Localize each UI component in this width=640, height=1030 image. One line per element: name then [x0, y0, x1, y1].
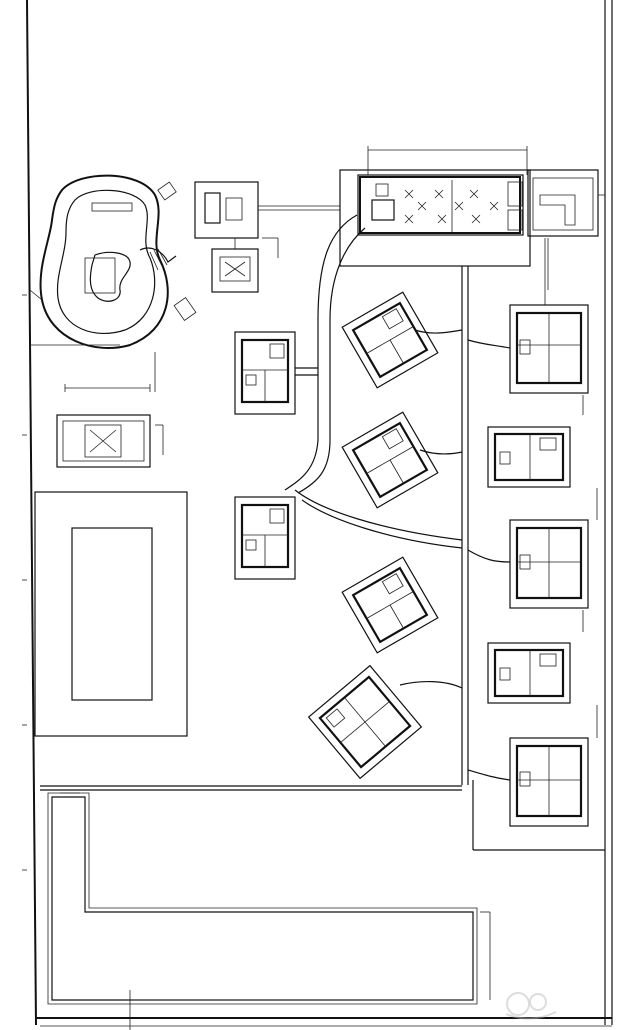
bottom-strip [47, 792, 491, 1030]
cottage-mid-1 [341, 291, 439, 389]
cottage-right-5 [467, 737, 589, 827]
column-grid [404, 189, 499, 224]
cottage-mid-2 [341, 411, 439, 509]
cottages-right [467, 304, 598, 827]
paths [40, 214, 605, 851]
utility-buildings [194, 181, 340, 293]
cottage-right-4 [487, 642, 571, 704]
cottage-left-1 [234, 331, 296, 415]
cottage-mid-4 [307, 664, 423, 780]
cottage-right-1 [467, 304, 589, 394]
cottage-right-3 [467, 519, 589, 609]
sports-court [34, 491, 188, 737]
cottages-middle [307, 291, 463, 780]
main-building [339, 146, 605, 305]
pavilion-left [56, 352, 164, 468]
cottage-mid-3 [341, 556, 439, 654]
cottage-right-2 [487, 426, 571, 488]
pool-complex [29, 174, 197, 349]
cottage-left-2 [234, 496, 296, 580]
cottages-left [234, 331, 296, 580]
site-boundary [22, 0, 613, 1027]
watermark-logo [505, 992, 557, 1020]
